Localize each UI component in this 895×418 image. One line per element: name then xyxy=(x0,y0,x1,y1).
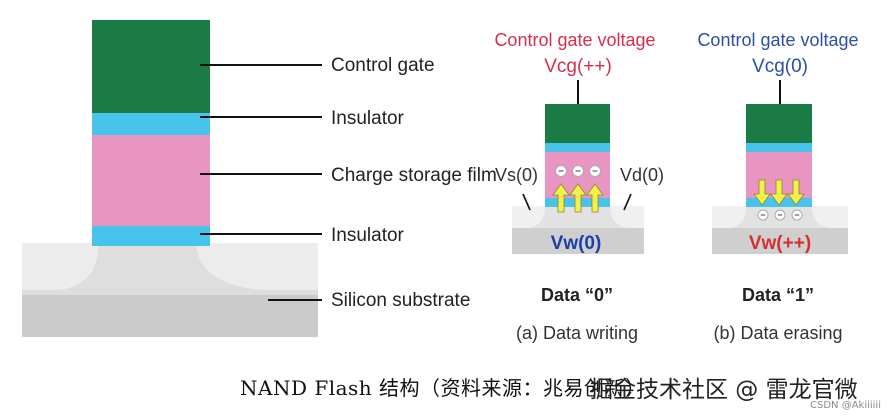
writing-up-arrows xyxy=(552,183,604,213)
down-arrow-icon xyxy=(770,179,788,206)
writing-source-lead xyxy=(522,193,531,211)
erasing-vw: Vw(++) xyxy=(749,233,811,254)
writing-drain-region xyxy=(610,206,644,228)
writing-panel: Control gate voltage Vcg(++) xyxy=(494,30,664,343)
erasing-panel: Control gate voltage Vcg(0) Vw(++) xyxy=(697,30,858,343)
writing-voltage-title: Control gate voltage xyxy=(494,30,655,50)
label-control-gate: Control gate xyxy=(331,55,435,76)
control-gate-block xyxy=(92,20,210,113)
writing-vs: Vs(0) xyxy=(495,165,538,185)
writing-vd: Vd(0) xyxy=(620,165,664,185)
erasing-control-gate xyxy=(746,104,812,143)
charge-storage-film xyxy=(92,135,210,226)
down-arrow-icon xyxy=(787,179,805,206)
erasing-vcg: Vcg(0) xyxy=(752,56,808,77)
source-region xyxy=(22,243,99,290)
erasing-source-region xyxy=(712,206,746,228)
writing-vcg: Vcg(++) xyxy=(544,56,612,77)
writing-caption: (a) Data writing xyxy=(516,323,638,343)
erasing-caption: (b) Data erasing xyxy=(713,323,842,343)
writing-top-insulator xyxy=(545,143,610,152)
label-substrate: Silicon substrate xyxy=(331,290,470,311)
writing-control-gate xyxy=(545,104,610,143)
figure-caption: NAND Flash 结构（资料来源：兆易创新） xyxy=(240,376,646,400)
label-insulator-top: Insulator xyxy=(331,108,405,129)
label-charge-storage: Charge storage film xyxy=(331,165,497,186)
erasing-down-arrows xyxy=(753,179,805,206)
erasing-top-insulator xyxy=(746,143,812,152)
writing-drain-lead xyxy=(623,193,632,211)
erasing-electrons xyxy=(757,209,803,221)
drain-region xyxy=(196,243,318,290)
writing-data-label: Data “0” xyxy=(541,285,613,305)
erasing-drain-region xyxy=(812,206,848,228)
up-arrow-icon xyxy=(552,183,570,213)
leader-lines xyxy=(200,64,322,301)
watermark-text: 掘金技术社区 @ 雷龙官微 xyxy=(590,377,858,403)
csdn-watermark: CSDN @Akiiiiii xyxy=(810,400,881,411)
writing-source-region xyxy=(512,206,545,228)
label-insulator-bottom: Insulator xyxy=(331,225,405,246)
erasing-data-label: Data “1” xyxy=(742,285,814,305)
up-arrow-icon xyxy=(569,183,587,213)
top-insulator xyxy=(92,113,210,135)
writing-electrons xyxy=(555,165,601,177)
writing-vw: Vw(0) xyxy=(551,233,602,254)
large-cell-structure xyxy=(22,20,318,337)
down-arrow-icon xyxy=(753,179,771,206)
up-arrow-icon xyxy=(586,183,604,213)
erasing-voltage-title: Control gate voltage xyxy=(697,30,858,50)
bottom-insulator xyxy=(92,226,210,246)
left-labels: Control gate Insulator Charge storage fi… xyxy=(331,55,497,311)
